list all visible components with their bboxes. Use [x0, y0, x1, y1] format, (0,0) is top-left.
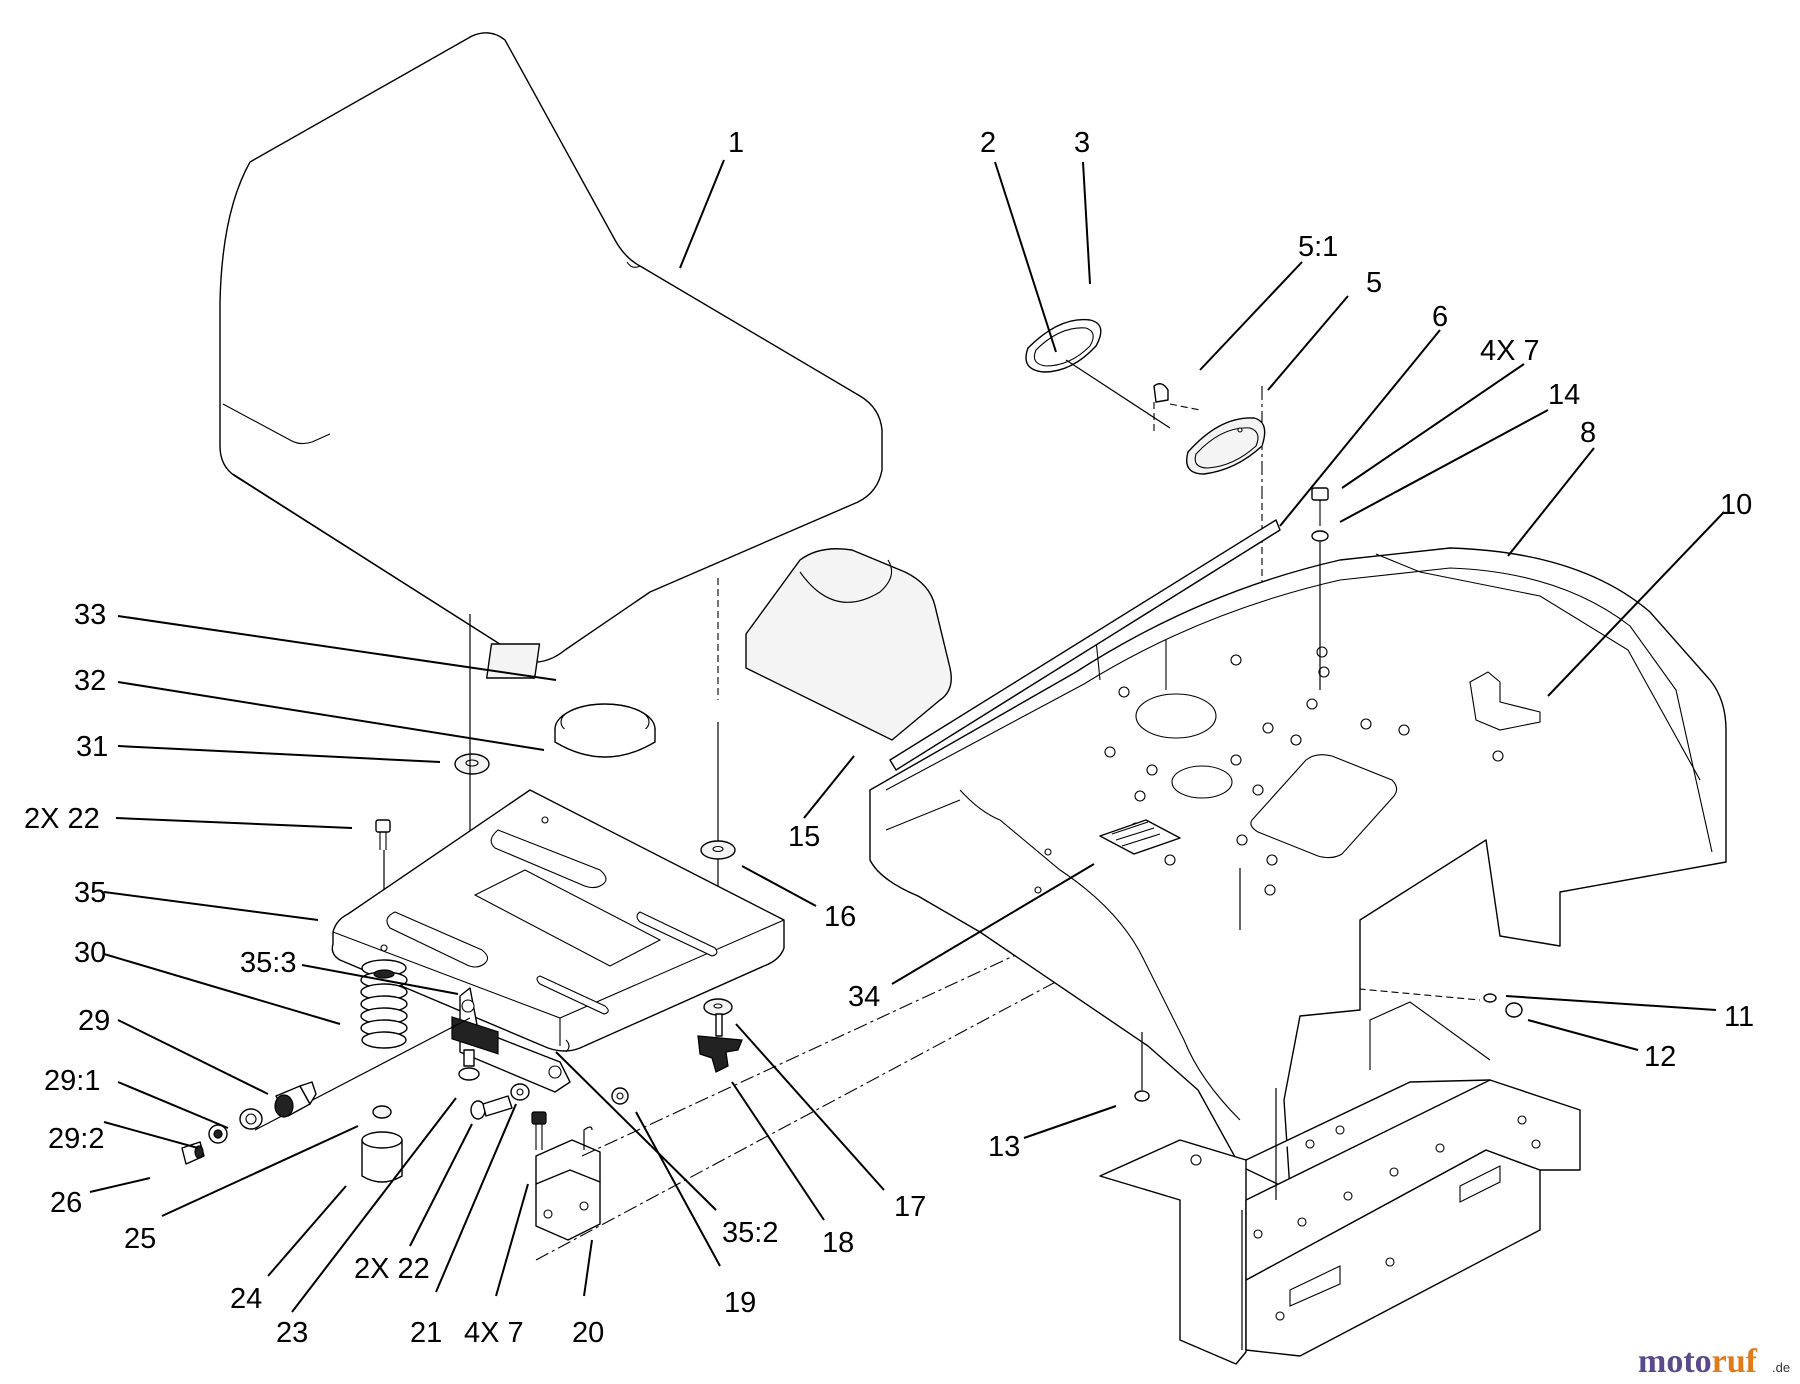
callout-2: 2: [980, 127, 996, 159]
callout-8: 8: [1580, 417, 1596, 449]
washer-11: [1483, 993, 1497, 1003]
callout-11: 11: [1724, 1001, 1754, 1033]
logo-suffix: ruf: [1712, 1343, 1758, 1380]
logo-prefix: moto: [1638, 1343, 1712, 1380]
callout-25: 25: [124, 1223, 156, 1255]
callout-13: 13: [988, 1131, 1020, 1163]
bolt-21: [470, 1095, 513, 1120]
reflector-5: [1186, 417, 1266, 475]
callout-12: 12: [1644, 1041, 1676, 1073]
motoruf-logo: motoruf .de: [1638, 1343, 1790, 1380]
callout-10: 10: [1720, 489, 1752, 521]
nut-25: [372, 1105, 392, 1119]
seat-hardware: [454, 643, 656, 775]
svg-text:motoruf: motoruf: [1638, 1343, 1758, 1380]
bulb-5-1: [1153, 383, 1169, 403]
connector-26: [181, 1141, 205, 1165]
callout-6: 6: [1432, 301, 1448, 333]
callout-2x22-bottom: 2X 22: [354, 1253, 430, 1285]
callouts: 1 2 3 5:1 5 6 4X 7 14 8 10 33 32 31 2X 2…: [24, 127, 1754, 1349]
callout-21: 21: [410, 1317, 442, 1349]
callout-1: 1: [728, 127, 744, 159]
decal-34: [1099, 819, 1181, 855]
spring-30: [360, 959, 408, 1049]
callout-17: 17: [894, 1191, 926, 1223]
nut-12: [1505, 1002, 1523, 1018]
bolt-23: [458, 1049, 480, 1081]
washer-14: [1311, 530, 1329, 542]
callout-2x22-left: 2X 22: [24, 803, 100, 835]
seat: [219, 32, 883, 663]
callout-19: 19: [724, 1287, 756, 1319]
callout-34: 34: [848, 981, 880, 1013]
callout-26: 26: [50, 1187, 82, 1219]
callout-14: 14: [1548, 379, 1580, 411]
callout-35-3: 35:3: [240, 947, 296, 979]
callout-4x7-bottom: 4X 7: [464, 1317, 524, 1349]
frame: [1099, 1001, 1581, 1365]
seat-plate: [331, 789, 785, 1093]
callout-29-2: 29:2: [48, 1123, 104, 1155]
callout-35-2: 35:2: [722, 1217, 778, 1249]
callout-31: 31: [76, 731, 108, 763]
callout-3: 3: [1074, 127, 1090, 159]
bolt-13: [1134, 1032, 1150, 1102]
callout-33: 33: [74, 599, 106, 631]
callout-35: 35: [74, 877, 106, 909]
callout-4x7-top: 4X 7: [1480, 335, 1540, 367]
callout-5: 5: [1366, 267, 1382, 299]
seat-switch-29: [274, 1081, 317, 1118]
logo-tld: .de: [1772, 1360, 1790, 1375]
callout-29-1: 29:1: [44, 1065, 100, 1097]
screw-7-top: [1311, 487, 1329, 526]
bolt-22-top: [375, 819, 391, 850]
callout-29: 29: [78, 1005, 110, 1037]
console-cover-15: [745, 548, 952, 741]
bracket-20: [535, 1126, 601, 1241]
callout-15: 15: [788, 821, 820, 853]
rail-6: [889, 519, 1281, 771]
knob-18: [697, 1013, 743, 1073]
callout-18: 18: [822, 1227, 854, 1259]
callout-24: 24: [230, 1283, 262, 1315]
callout-20: 20: [572, 1317, 604, 1349]
callout-30: 30: [74, 937, 106, 969]
lens-2-3: [1025, 318, 1171, 429]
callout-23: 23: [276, 1317, 308, 1349]
callout-5-1: 5:1: [1298, 231, 1338, 263]
bolt-7-bottom: [531, 1111, 547, 1150]
leader-lines: [89, 159, 1725, 1313]
fender-body: [869, 547, 1727, 1191]
callout-16: 16: [824, 901, 856, 933]
seat-plug-33: [486, 643, 541, 679]
callout-32: 32: [74, 665, 106, 697]
